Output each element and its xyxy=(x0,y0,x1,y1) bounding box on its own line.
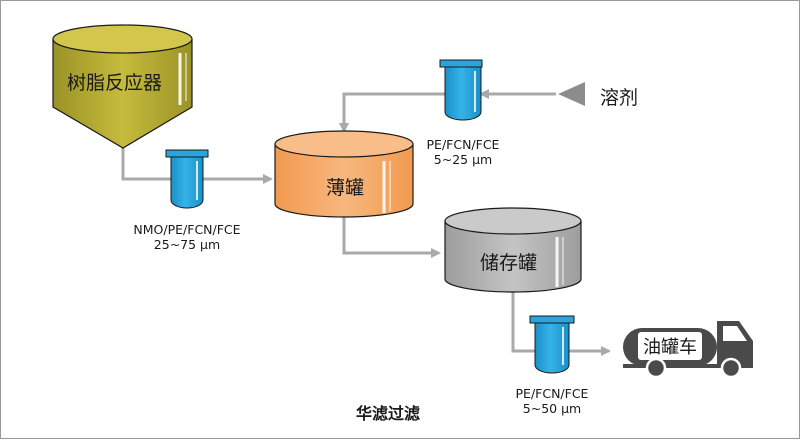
filter3-spec-line1: PE/FCN/FCE xyxy=(516,386,589,401)
pipe-storage-to-filter3 xyxy=(511,291,535,353)
filter2-spec-line1: PE/FCN/FCE xyxy=(427,137,500,152)
diagram-caption: 华滤过滤 xyxy=(356,404,420,423)
resin-reactor: 树脂反应器 xyxy=(52,24,193,149)
storage-tank: 储存罐 xyxy=(444,207,582,293)
reactor-label: 树脂反应器 xyxy=(67,72,162,94)
filter2-spec-line2: 5~25 µm xyxy=(434,152,492,167)
pipe-reactor-to-filter1 xyxy=(121,148,171,181)
filter-cartridge-2: PE/FCN/FCE 5~25 µm xyxy=(427,59,500,167)
filter1-spec-line1: NMO/PE/FCN/FCE xyxy=(133,222,240,237)
solvent-arrow-icon xyxy=(558,82,585,106)
thin-tank: 薄罐 xyxy=(274,130,414,218)
front-wheel xyxy=(720,357,742,379)
pipe-thin-tank-to-storage xyxy=(342,216,441,258)
rear-wheel xyxy=(645,357,667,379)
filter3-spec-line2: 5~50 µm xyxy=(523,401,581,416)
pipes xyxy=(121,89,611,356)
pipe-filter2-to-thin-tank xyxy=(339,92,445,133)
filter-cartridge-1: NMO/PE/FCN/FCE 25~75 µm xyxy=(133,149,241,252)
filter1-spec-line2: 25~75 µm xyxy=(154,237,220,252)
tanker-label: 油罐车 xyxy=(643,337,697,358)
thin-tank-label: 薄罐 xyxy=(326,177,364,199)
tanker-truck: 油罐车 xyxy=(623,321,753,379)
storage-tank-label: 储存罐 xyxy=(480,252,537,274)
solvent-label: 溶剂 xyxy=(600,87,638,109)
solvent-inlet: 溶剂 xyxy=(558,82,638,109)
filter-cartridge-3: PE/FCN/FCE 5~50 µm xyxy=(516,315,589,416)
